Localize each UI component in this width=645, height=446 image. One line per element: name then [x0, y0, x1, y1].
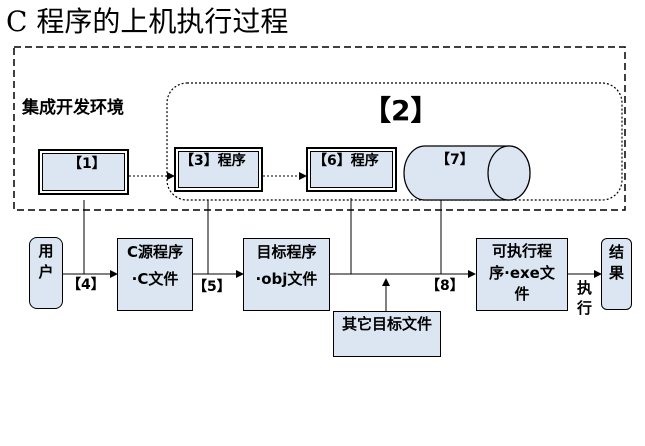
other-object-files-box: 其它目标文件 [333, 311, 441, 357]
edge-label-5: 【5】 [193, 279, 231, 295]
region2-frame [166, 82, 623, 201]
other-object-files-label: 其它目标文件 [341, 315, 432, 333]
edge-label-run-2: 行 [577, 299, 593, 317]
executable-label-3: 件 [514, 285, 530, 303]
object-label-2: ·obj文件 [255, 270, 318, 288]
source-file-box: C源程序 ·C文件 [117, 238, 193, 311]
executable-label-2: 序·exe文 [489, 264, 555, 282]
object-label-1: 目标程序 [256, 243, 317, 261]
box-3-label: 【3】程序 [180, 153, 246, 169]
edge-label-4: 【4】 [67, 277, 105, 293]
page-title: C 程序的上机执行过程 [6, 5, 289, 38]
source-label-1: C源程序 [126, 243, 183, 261]
box-6-label: 【6】程序 [313, 153, 379, 169]
result-label-2: 果 [608, 264, 624, 282]
edge-label-run-1: 执 [577, 279, 593, 297]
executable-box: 可执行程 序·exe文 件 [476, 238, 568, 311]
box-1-label: 【1】 [68, 156, 106, 172]
cylinder-7-label: 【7】 [436, 152, 474, 168]
box-6: 【6】程序 [306, 147, 397, 192]
result-box: 结 果 [601, 238, 632, 310]
executable-label-1: 可执行程 [491, 242, 552, 260]
user-box: 用 户 [29, 237, 63, 309]
box-3: 【3】程序 [174, 147, 263, 192]
object-file-box: 目标程序 ·obj文件 [243, 238, 330, 311]
region2-label: 【2】 [363, 94, 439, 127]
ide-frame [13, 46, 626, 211]
edge-label-8: 【8】 [426, 278, 464, 294]
user-label-1: 用 [38, 242, 54, 260]
result-label-1: 结 [608, 243, 624, 261]
source-label-2: ·C文件 [131, 270, 179, 288]
user-label-2: 户 [38, 263, 54, 281]
cylinder-7 [403, 145, 531, 201]
ide-label: 集成开发环境 [22, 98, 124, 118]
box-1: 【1】 [38, 149, 129, 195]
